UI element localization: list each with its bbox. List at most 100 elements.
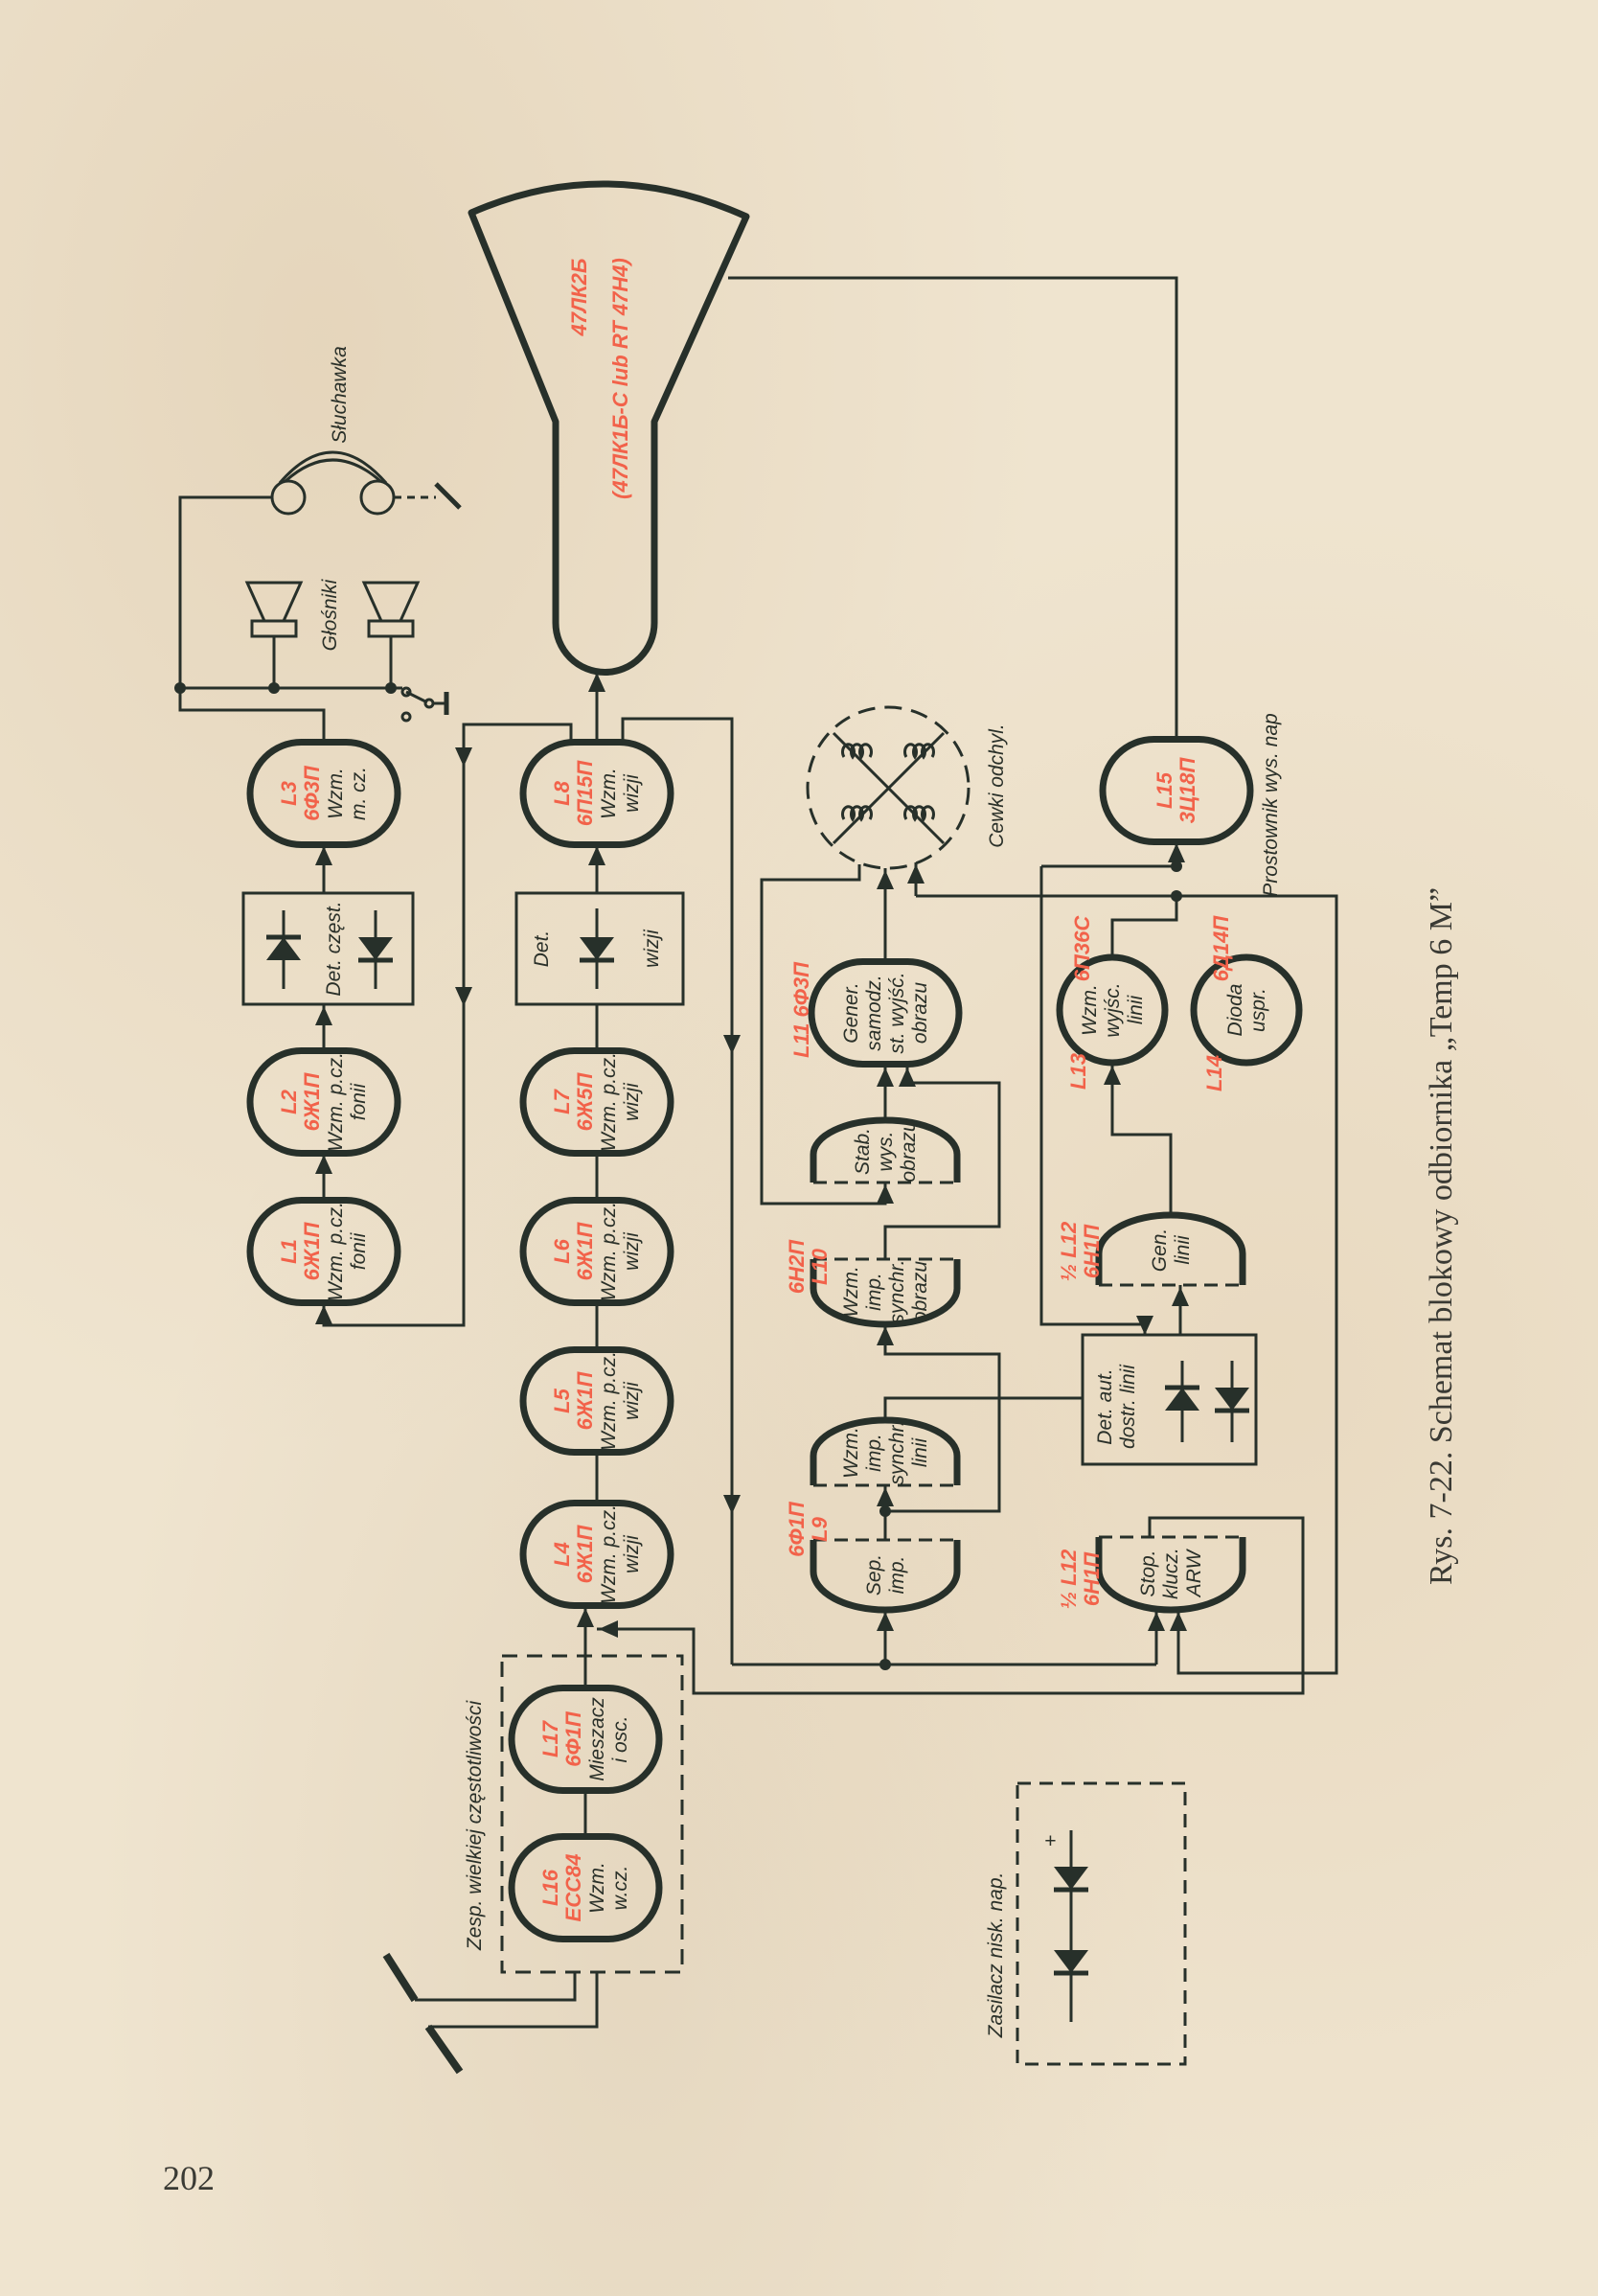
coil-icon — [903, 743, 935, 760]
tube-function-text: obrazu — [909, 1261, 931, 1323]
half-tube-GEN — [1095, 1211, 1246, 1285]
video-detector-box — [514, 891, 685, 1006]
tube-function-text: Gen. — [1149, 1228, 1171, 1273]
tube-type-text: 6Ж1П — [573, 1370, 597, 1430]
headphone-icon — [270, 479, 307, 516]
tube-L1 — [246, 1197, 401, 1306]
tube-L13-label: Wzm.wyjśc.linii — [1079, 982, 1147, 1037]
tube-L11 — [808, 958, 963, 1068]
tube-function-text: wizji — [621, 1381, 643, 1420]
tube-function-text: linii — [1172, 1234, 1194, 1265]
tube-L12b-name-label: ½ L12 — [1057, 1549, 1081, 1609]
arrow-icon — [907, 864, 925, 884]
page-number: 202 — [163, 2159, 215, 2197]
tube-function-text: Sep. — [863, 1554, 885, 1596]
tube-type-text: L17 — [538, 1719, 562, 1757]
tube-type-text: 6Ж1П — [573, 1524, 597, 1583]
headphone-icon — [359, 479, 396, 516]
antenna-icon — [424, 2024, 464, 2075]
tube-L11-type-text: L11 6Ф3П — [789, 961, 813, 1058]
tube-function-text: wys. — [875, 1132, 897, 1172]
diode-icon — [1165, 1388, 1199, 1411]
tube-L9B-label: Sep.imp. — [863, 1554, 908, 1596]
tube-function-text: Wzm. p.cz. — [325, 1052, 347, 1152]
tube-L12b-name-text: ½ L12 — [1057, 1549, 1081, 1609]
tube-function-text: imp. — [863, 1273, 885, 1311]
junction-dot — [1171, 861, 1182, 872]
tube-type-text: 6П15П — [573, 760, 597, 827]
tube-L12b-type-text: 6Н1П — [1080, 1551, 1104, 1606]
arrow-icon — [1168, 843, 1185, 862]
headphones-text: Słuchawka — [329, 346, 351, 444]
wire — [1110, 896, 1178, 957]
diode-icon — [358, 937, 393, 960]
tube-function-text: ARW — [1183, 1549, 1205, 1599]
tube-function-text: klucz. — [1160, 1548, 1182, 1599]
switch-contact — [400, 711, 412, 723]
tube-function-text: Wzm. p.cz. — [598, 1504, 620, 1604]
tube-type-text: L15 — [1153, 771, 1176, 809]
tube-type-text: 6Ж5П — [573, 1071, 597, 1131]
arrow-icon — [315, 1155, 332, 1174]
tube-type-text: L5 — [550, 1388, 574, 1412]
tube-function-text: Dioda — [1224, 984, 1246, 1037]
speakers-label: Głośniki — [319, 578, 341, 651]
headphones-label: Słuchawka — [329, 346, 351, 444]
tube-type-text: L2 — [277, 1089, 301, 1114]
tube-L14-type-text: 6Д14П — [1209, 915, 1233, 982]
tube-L9-name-text: L9 — [808, 1516, 832, 1541]
tube-L9-type-text: 6Ф1П — [785, 1501, 809, 1557]
tube-L14-type-label: 6Д14П — [1209, 915, 1233, 982]
headphone-band — [278, 450, 388, 484]
coil-icon — [841, 805, 873, 822]
tube-L5 — [519, 1346, 674, 1456]
afc-detector-2-label: dostr. linii — [1117, 1364, 1139, 1449]
arrow-icon — [877, 1487, 894, 1506]
arrow-icon — [315, 1006, 332, 1025]
tube-L10-type-label: 6Н2П — [785, 1239, 809, 1294]
rf-unit-text: Zesp. wielkiej częstotliwości — [464, 1700, 486, 1952]
tube-function-text: linii — [1125, 994, 1147, 1024]
coil-icon — [903, 805, 935, 822]
arrow-icon — [877, 1326, 894, 1345]
switch-icon — [405, 690, 428, 704]
half-tube-L9B — [810, 1540, 961, 1614]
tube-type-text: 6Ф3П — [300, 765, 324, 821]
arrow-icon — [877, 1184, 894, 1204]
sound-detector-box — [241, 891, 415, 1006]
half-tube-L10 — [810, 1259, 961, 1328]
tube-function-text: wizji — [621, 1082, 643, 1121]
diode-icon — [580, 937, 614, 960]
tube-function-text: wizji — [621, 1534, 643, 1573]
speaker-magnet — [367, 619, 415, 638]
tube-function-text: Wzm. p.cz. — [598, 1202, 620, 1301]
arrow-icon — [877, 1612, 894, 1631]
tube-L8 — [519, 739, 674, 848]
switch-contact — [400, 686, 412, 698]
speaker-icon — [244, 581, 304, 623]
tube-L4 — [519, 1500, 674, 1609]
hv-rectifier-label: Prostownik wys. nap — [1260, 713, 1282, 896]
tube-L13-type-text: 6П36С — [1070, 915, 1094, 982]
tube-L13-type-label: 6П36С — [1070, 915, 1094, 982]
headphone-band — [284, 458, 381, 483]
afc-detector-2-text: dostr. linii — [1117, 1364, 1139, 1449]
tube-type-text: L7 — [550, 1088, 574, 1114]
tube-type-text: 6Ж1П — [300, 1071, 324, 1131]
tube-L9-name-label: L9 — [808, 1516, 832, 1541]
rf-unit-label: Zesp. wielkiej częstotliwości — [464, 1700, 486, 1952]
crt-alternative-text: (47ЛК1Б-С lub RT 47H4) — [608, 258, 632, 499]
tube-L10-name-text: L10 — [808, 1248, 832, 1285]
tube-L12b-type-label: 6Н1П — [1080, 1551, 1104, 1606]
tube-function-text: wyjśc. — [1102, 982, 1124, 1037]
tube-type-text: 6Ф1П — [561, 1711, 585, 1767]
tube-L3 — [246, 739, 401, 848]
tube-function-text: Mieszacz — [586, 1697, 608, 1781]
agc-wire — [597, 1516, 1305, 1695]
